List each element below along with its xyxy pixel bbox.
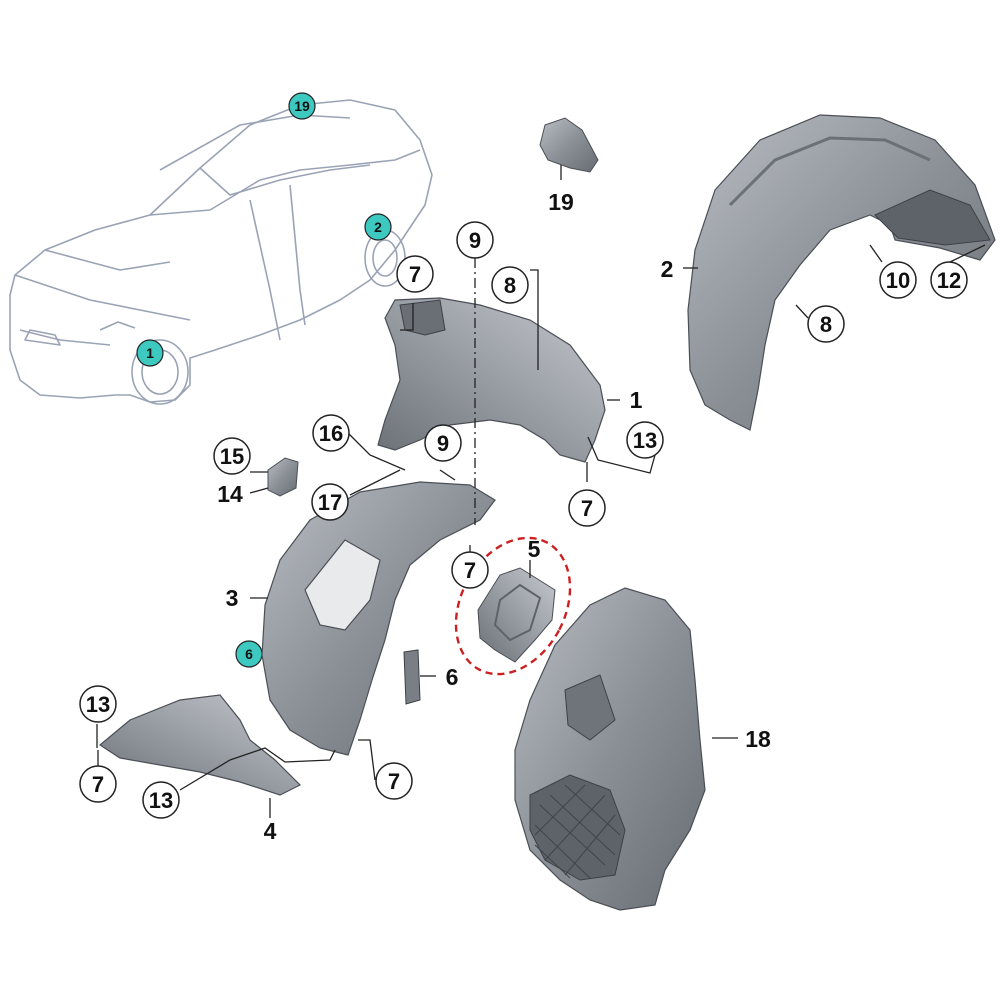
- svg-text:7: 7: [464, 558, 476, 583]
- callout-2: 2: [661, 256, 674, 282]
- callout-12: 12: [930, 261, 968, 299]
- svg-text:17: 17: [318, 490, 342, 515]
- part-14-clip: [267, 457, 299, 497]
- svg-text:14: 14: [217, 481, 243, 507]
- svg-text:10: 10: [886, 268, 910, 293]
- callout-13-c: 13: [142, 781, 180, 819]
- svg-text:2: 2: [661, 256, 674, 282]
- svg-text:7: 7: [388, 769, 400, 794]
- part-6-clip: [403, 649, 421, 705]
- svg-text:3: 3: [226, 585, 239, 611]
- part-3-window: [304, 539, 381, 631]
- svg-text:2: 2: [374, 219, 382, 235]
- callout-15: 15: [213, 437, 251, 475]
- part-19-bracket: [539, 117, 599, 173]
- svg-text:9: 9: [469, 228, 481, 253]
- svg-text:6: 6: [245, 646, 253, 662]
- part-5-plate: [477, 567, 556, 663]
- callout-8-a: 8: [491, 266, 529, 304]
- part-4-under-panel: [98, 694, 302, 796]
- car-outline: [9, 99, 433, 405]
- callout-19: 19: [548, 189, 574, 215]
- car-badge-6: 6: [235, 640, 263, 668]
- svg-text:5: 5: [528, 536, 541, 562]
- callout-3: 3: [226, 585, 239, 611]
- svg-text:18: 18: [745, 726, 771, 752]
- part-2-inner-shadow: [874, 189, 991, 246]
- part-2-rear-liner: [687, 114, 996, 431]
- part-1-front-liner: [377, 297, 606, 463]
- svg-text:6: 6: [446, 664, 459, 690]
- svg-text:8: 8: [820, 312, 832, 337]
- svg-text:1: 1: [630, 387, 643, 413]
- part-5-emboss: [493, 583, 542, 642]
- callout-5: 5: [528, 536, 541, 562]
- part-18-bracket: [564, 674, 616, 741]
- callout-4: 4: [264, 818, 277, 844]
- callout-16: 16: [312, 414, 350, 452]
- car-badge-2: 2: [364, 213, 392, 241]
- part-1-bracket: [399, 299, 446, 336]
- callout-1: 1: [630, 387, 643, 413]
- callout-7-d: 7: [79, 765, 117, 803]
- callout-7-e: 7: [375, 762, 413, 800]
- svg-text:4: 4: [264, 818, 277, 844]
- svg-text:7: 7: [581, 496, 593, 521]
- callout-14: 14: [217, 481, 243, 507]
- part-18-grid-panel: [529, 774, 626, 881]
- callout-9-top: 9: [456, 221, 494, 259]
- car-badge-1: 1: [136, 339, 164, 367]
- svg-text:19: 19: [548, 189, 574, 215]
- svg-text:13: 13: [633, 428, 657, 453]
- callout-13-a: 13: [626, 421, 664, 459]
- part-18-hatch: [534, 784, 621, 879]
- svg-text:1: 1: [146, 345, 154, 361]
- part-2-rib: [728, 136, 931, 207]
- svg-text:15: 15: [220, 444, 244, 469]
- callout-6: 6: [446, 664, 459, 690]
- svg-text:19: 19: [294, 98, 310, 114]
- part-3-front-arch-liner: [261, 481, 496, 756]
- callout-18: 18: [745, 726, 771, 752]
- svg-text:7: 7: [92, 772, 104, 797]
- svg-text:13: 13: [149, 788, 173, 813]
- callout-7-c: 7: [451, 551, 489, 589]
- callout-10: 10: [879, 261, 917, 299]
- callout-17: 17: [311, 483, 349, 521]
- svg-text:9: 9: [437, 431, 449, 456]
- callout-7-a: 7: [396, 255, 434, 293]
- callout-9-mid: 9: [424, 424, 462, 462]
- svg-text:13: 13: [86, 692, 110, 717]
- svg-text:12: 12: [937, 268, 961, 293]
- svg-text:16: 16: [319, 421, 343, 446]
- leader-lines: [96, 165, 986, 818]
- svg-text:8: 8: [504, 273, 516, 298]
- callout-7-b: 7: [568, 489, 606, 527]
- callout-13-b: 13: [79, 685, 117, 723]
- car-badge-19: 19: [288, 92, 316, 120]
- callout-8-b: 8: [807, 305, 845, 343]
- svg-text:7: 7: [409, 262, 421, 287]
